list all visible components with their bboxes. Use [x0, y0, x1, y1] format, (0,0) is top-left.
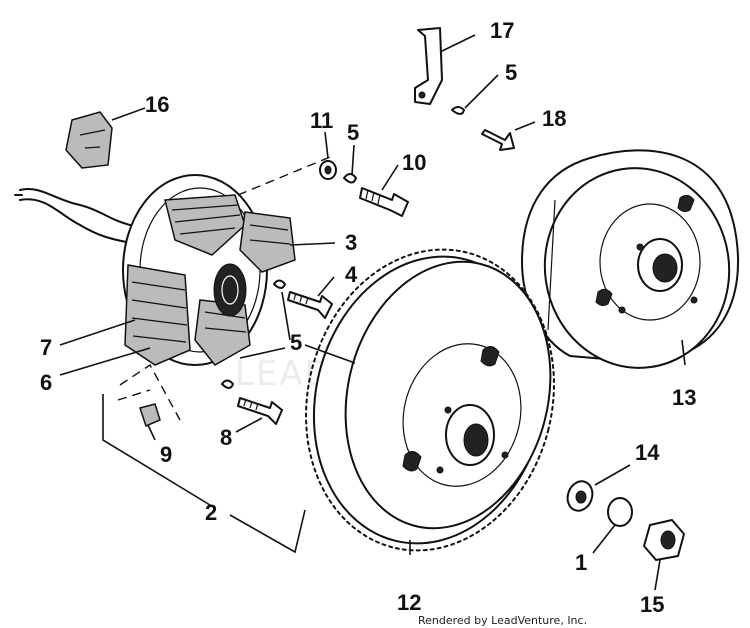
screw-4 [287, 291, 333, 319]
label-7: 7 [40, 335, 52, 360]
leader-lines [59, 34, 686, 591]
label-11: 11 [310, 108, 333, 133]
label-5a: 5 [505, 60, 517, 85]
label-1: 1 [575, 550, 587, 575]
clip-16 [65, 111, 113, 169]
label-3: 3 [345, 230, 357, 255]
lock-washer-5-top [451, 106, 465, 115]
label-6: 6 [40, 370, 52, 395]
spacer-9 [139, 403, 161, 428]
screw-8 [237, 397, 283, 425]
label-18: 18 [542, 106, 566, 131]
bolt-10 [359, 187, 409, 217]
flywheel-12 [305, 248, 555, 552]
label-17: 17 [490, 18, 514, 43]
nut-15 [643, 519, 685, 561]
label-8: 8 [220, 425, 232, 450]
bracket-17 [414, 27, 443, 105]
lock-washer-5-lower [221, 379, 234, 389]
label-4: 4 [345, 262, 358, 287]
washer-14 [566, 480, 594, 512]
label-12: 12 [397, 590, 421, 615]
label-10: 10 [402, 150, 426, 175]
label-2: 2 [205, 500, 217, 525]
stator-assembly-3 [14, 174, 296, 366]
lock-washer-5-upper [343, 173, 357, 184]
label-15: 15 [640, 592, 664, 617]
lock-washer-5-mid [273, 279, 286, 289]
washer-11 [319, 160, 337, 180]
label-14: 14 [635, 440, 660, 465]
screw-18 [481, 129, 515, 151]
label-13: 13 [672, 385, 696, 410]
label-9: 9 [160, 442, 172, 467]
part-labels: 17 5 18 16 11 5 10 3 4 7 6 5 9 8 2 13 14… [40, 18, 696, 617]
lock-washer-1 [607, 497, 633, 527]
label-5b: 5 [347, 120, 359, 145]
label-5c: 5 [290, 330, 302, 355]
flywheel-13 [521, 149, 739, 369]
label-16: 16 [145, 92, 169, 117]
rendered-by-footer: Rendered by LeadVenture, Inc. [418, 614, 587, 627]
